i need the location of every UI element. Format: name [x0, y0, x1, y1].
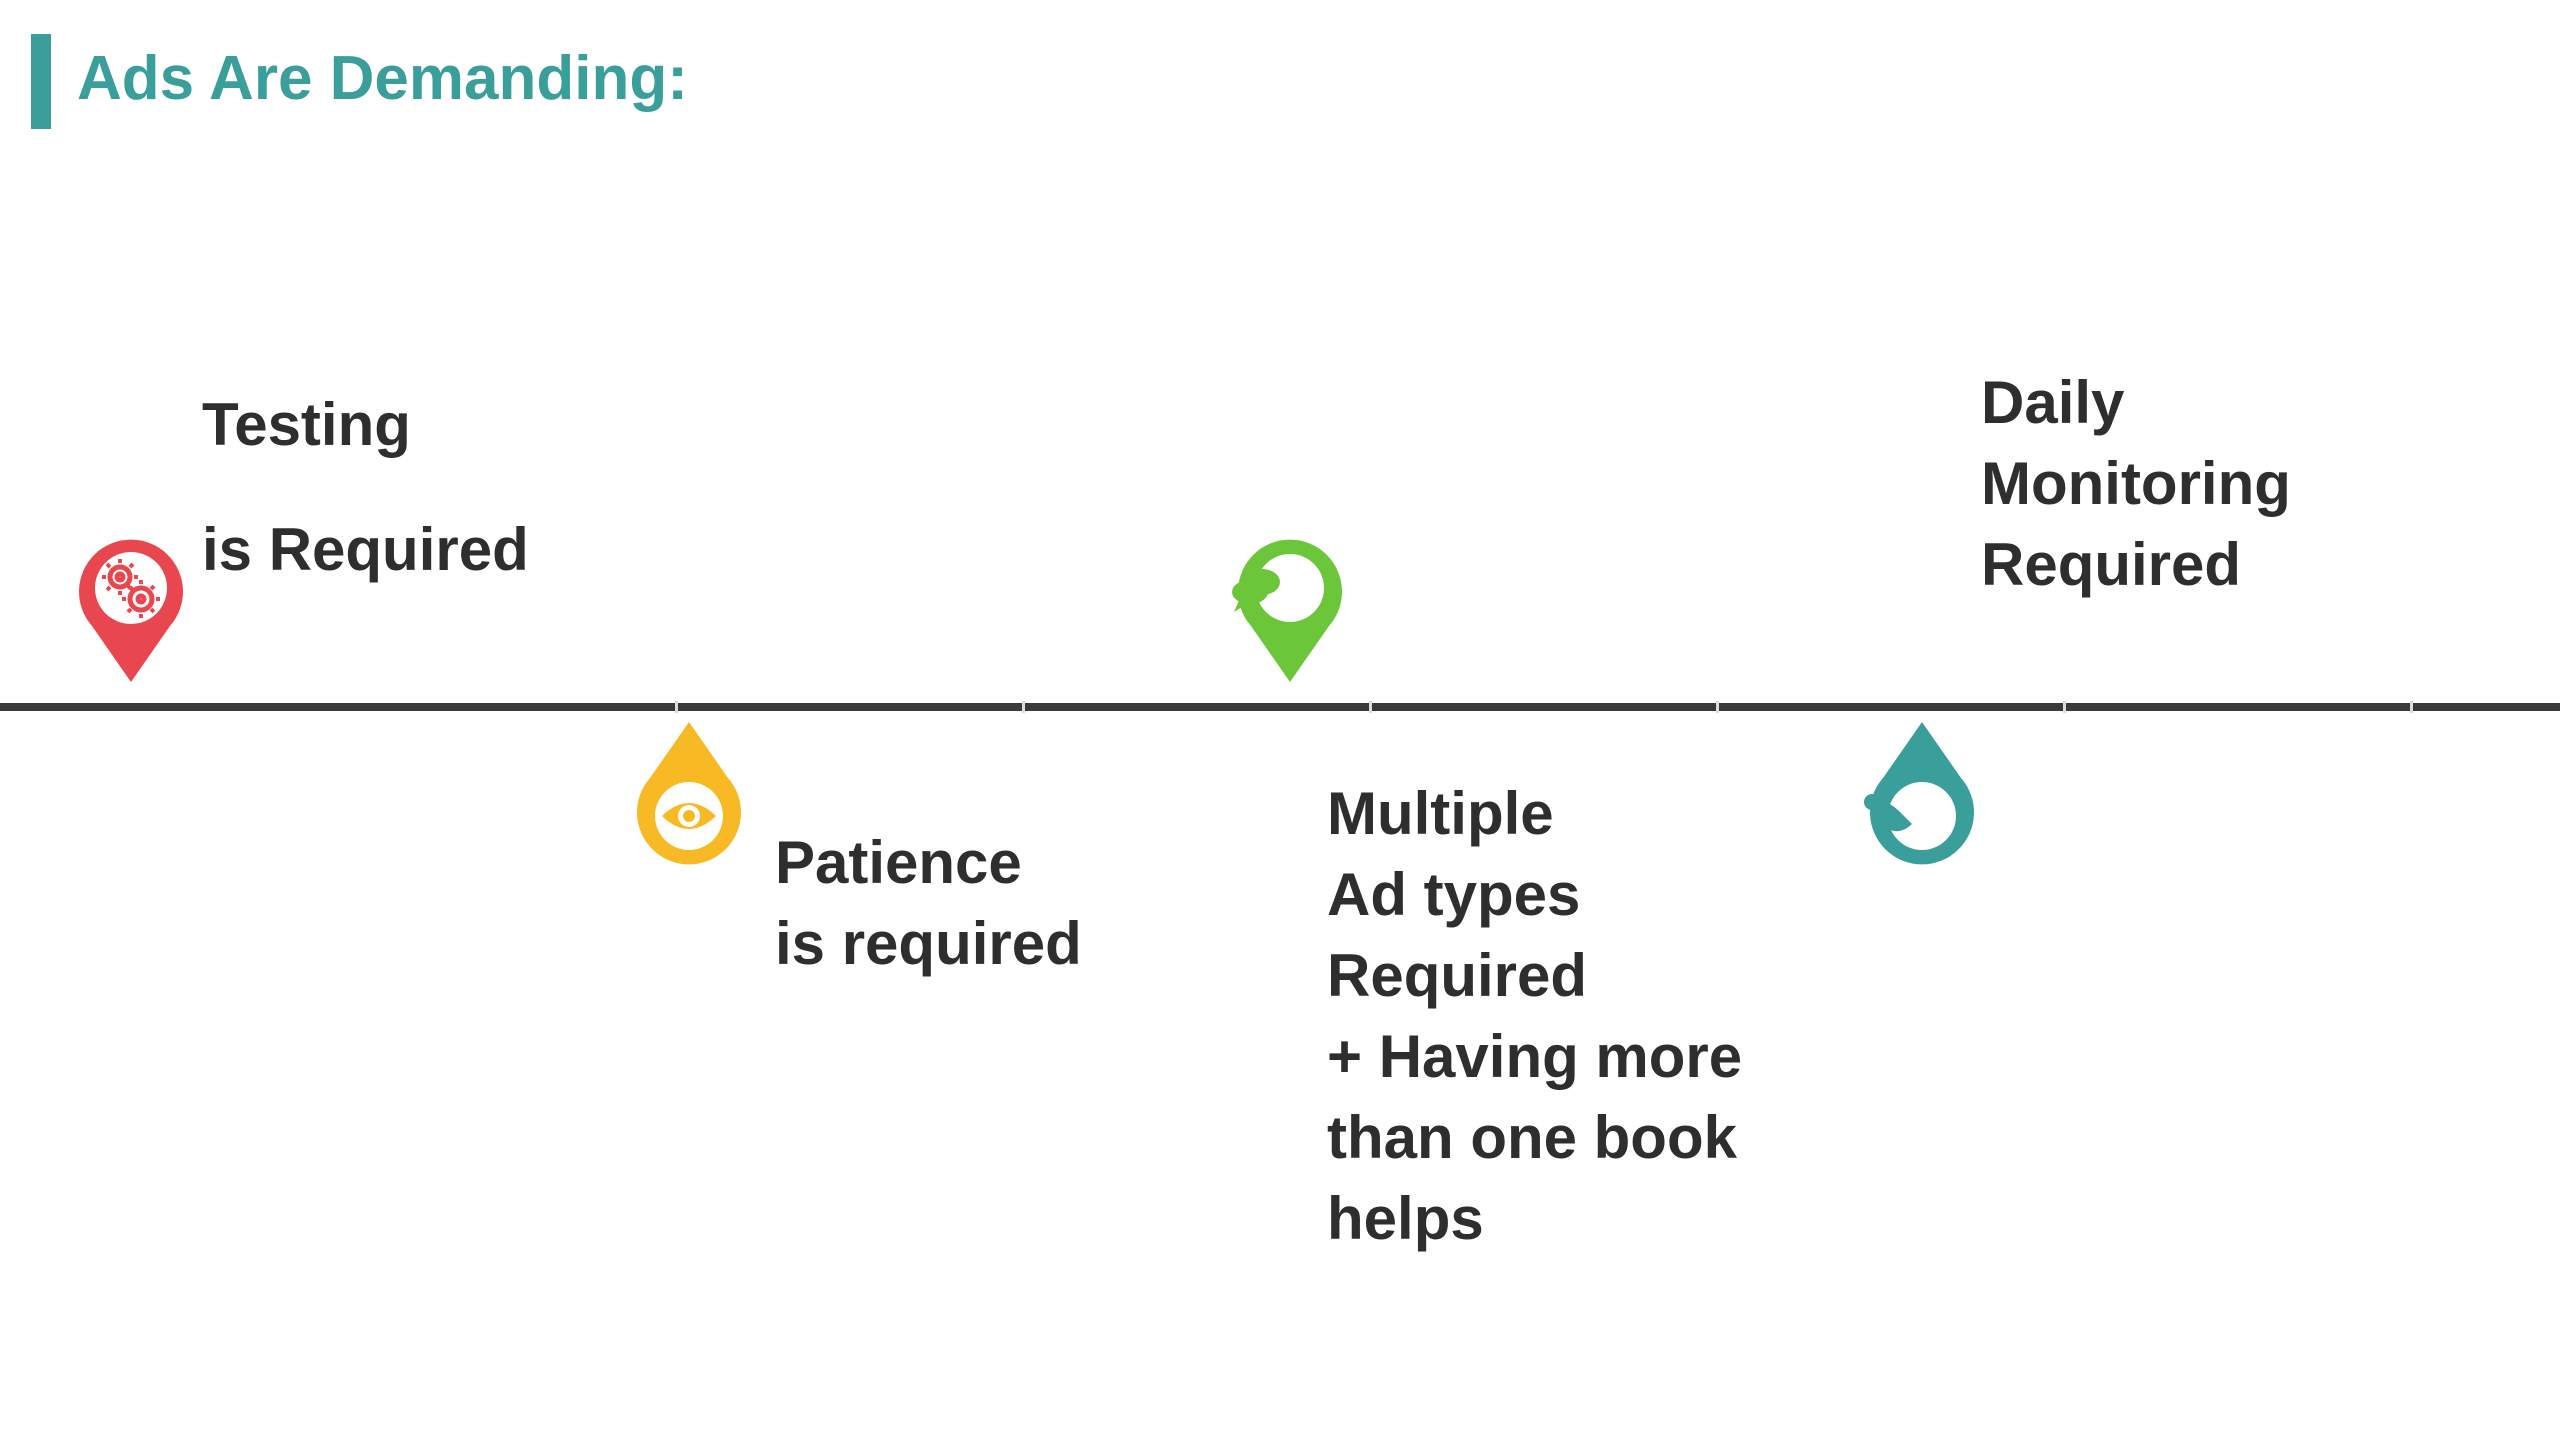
timeline-line — [0, 703, 2560, 711]
timeline-tick — [1022, 701, 1025, 713]
timeline-tick — [675, 701, 678, 713]
milestone-4-line-2: Monitoring — [1981, 450, 2291, 517]
milestone-3-line-3: Required — [1327, 942, 1588, 1009]
timeline-tick — [1716, 701, 1719, 713]
milestone-4-line-1: Daily — [1981, 369, 2125, 436]
gears-icon — [102, 559, 160, 618]
milestone-4-pin — [1864, 722, 1974, 865]
milestone-2-line-2: is required — [775, 910, 1082, 977]
timeline-tick — [2410, 701, 2413, 713]
milestone-3-line-4: + Having more — [1327, 1023, 1743, 1090]
milestone-3-label: Multiple Ad types Required + Having more… — [1327, 773, 1742, 1259]
milestone-3-line-6: helps — [1327, 1185, 1484, 1252]
milestone-4-label: Daily Monitoring Required — [1981, 362, 2291, 605]
milestone-3-line-2: Ad types — [1327, 861, 1581, 928]
milestone-1-line-2: is Required — [202, 516, 529, 583]
milestone-2-line-1: Patience — [775, 829, 1022, 896]
milestone-3-pin — [1232, 539, 1342, 682]
milestone-1-pin — [79, 539, 183, 682]
milestone-3-line-5: than one book — [1327, 1104, 1737, 1171]
eye-icon — [662, 803, 716, 829]
chat-icon — [1232, 569, 1280, 612]
milestone-4-line-3: Required — [1981, 531, 2242, 598]
milestone-1-label: Testing is Required — [202, 362, 529, 612]
timeline-tick — [2063, 701, 2066, 713]
milestone-2-label: Patience is required — [775, 822, 1082, 984]
speech-icon — [1864, 794, 1912, 832]
milestone-3-line-1: Multiple — [1327, 780, 1554, 847]
title-accent-bar — [31, 34, 51, 129]
timeline-tick — [1369, 701, 1372, 713]
milestone-1-line-1: Testing — [202, 391, 411, 458]
slide-title: Ads Are Demanding: — [77, 44, 688, 113]
milestone-2-pin — [637, 722, 741, 865]
